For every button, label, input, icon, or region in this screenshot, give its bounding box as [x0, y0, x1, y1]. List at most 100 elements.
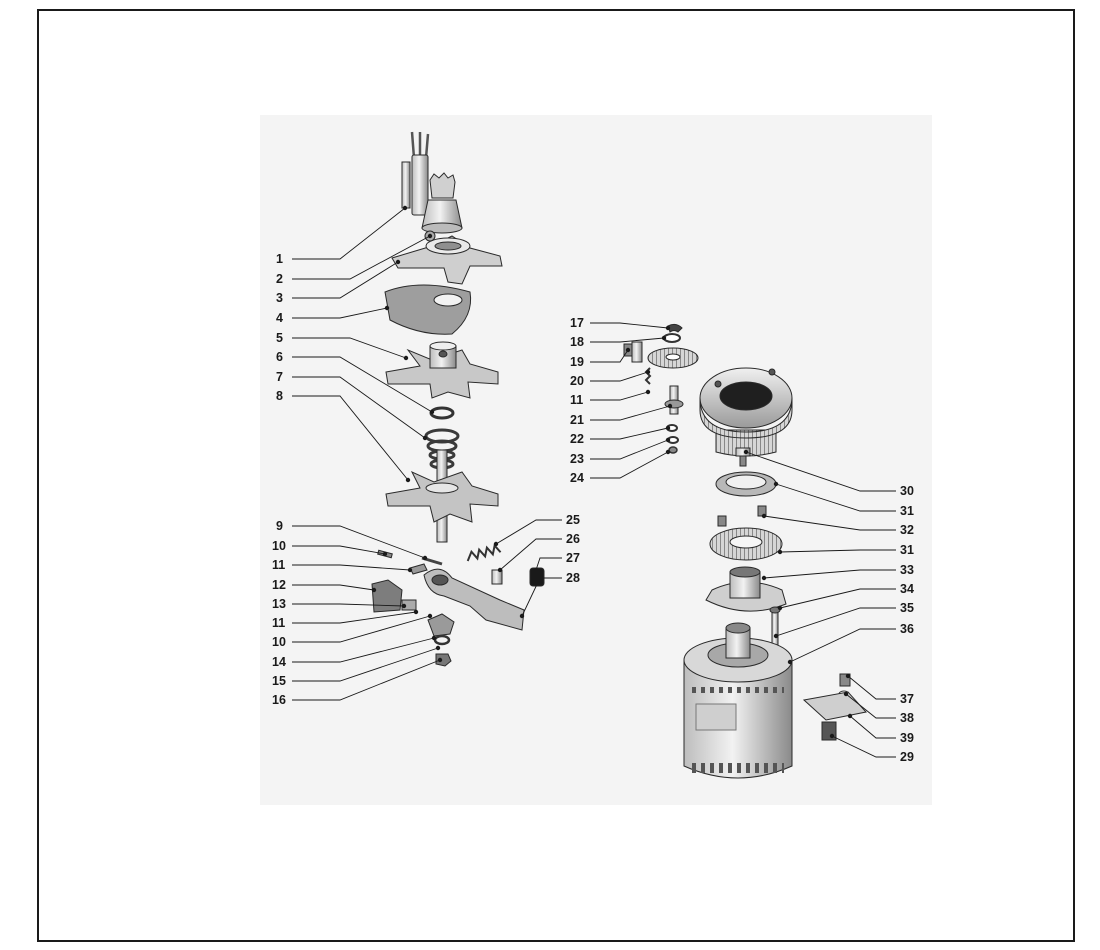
callout-leader-line: [845, 693, 896, 719]
callout-anchor-dot: [665, 449, 671, 455]
callout-anchor-dot: [743, 449, 749, 455]
callout-10: 10: [272, 613, 433, 649]
callout-leader-line: [495, 519, 562, 545]
callout-leader-line: [292, 337, 407, 359]
callout-number: 1: [276, 252, 283, 266]
callout-leader-line: [847, 675, 896, 700]
callout-leader-line: [831, 735, 896, 758]
callout-anchor-dot: [787, 659, 793, 665]
callout-number: 11: [570, 393, 583, 407]
callout-anchor-dot: [773, 481, 779, 487]
callout-number: 5: [276, 331, 283, 345]
callout-anchor-dot: [777, 605, 783, 611]
callout-number: 16: [272, 693, 286, 707]
callout-anchor-dot: [382, 551, 388, 557]
callout-6: 6: [276, 350, 435, 415]
callout-anchor-dot: [427, 233, 433, 239]
callout-leader-line: [499, 538, 562, 571]
callout-anchor-dot: [645, 389, 651, 395]
callout-number: 28: [566, 571, 580, 585]
callout-number: 34: [900, 582, 914, 596]
callout-25: 25: [493, 513, 580, 547]
part-middle-star: [385, 341, 499, 399]
callout-number: 37: [900, 692, 914, 706]
callout-anchor-dot: [437, 657, 443, 663]
part-probe: [401, 131, 430, 216]
callout-13: 13: [272, 597, 407, 611]
callout-anchor-dot: [533, 567, 539, 573]
callout-anchor-dot: [422, 555, 428, 561]
callout-leader-line: [590, 405, 671, 421]
callout-11: 11: [272, 609, 419, 630]
callout-leader-line: [292, 261, 399, 299]
callout-number: 14: [272, 655, 286, 669]
callout-leader-line: [590, 337, 665, 343]
callout-number: 25: [566, 513, 580, 527]
callout-number: 3: [276, 291, 283, 305]
callout-layer: 1234567891011121311101415161718192011212…: [272, 205, 914, 764]
callout-31: 31: [773, 481, 914, 518]
callout-number: 10: [272, 539, 286, 553]
callout-leader-line: [292, 307, 388, 319]
callout-33: 33: [761, 563, 914, 581]
callout-anchor-dot: [402, 205, 408, 211]
callout-leader-line: [292, 637, 435, 663]
callout-number: 9: [276, 519, 283, 533]
part-lever-assembly: [371, 549, 525, 667]
callout-anchor-dot: [405, 477, 411, 483]
callout-leader-line: [292, 395, 409, 481]
part-spring-set: [466, 543, 545, 587]
callout-number: 21: [570, 413, 584, 427]
callout-number: 18: [570, 335, 584, 349]
callout-number: 12: [272, 578, 286, 592]
callout-anchor-dot: [665, 425, 671, 431]
callout-anchor-dot: [761, 575, 767, 581]
callout-leader-line: [775, 607, 896, 637]
callout-anchor-dot: [407, 567, 413, 573]
callout-number: 38: [900, 711, 914, 725]
callout-leader-line: [292, 659, 441, 701]
callout-leader-line: [292, 615, 431, 643]
callout-5: 5: [276, 331, 409, 361]
callout-18: 18: [570, 335, 667, 349]
callout-anchor-dot: [497, 567, 503, 573]
callout-31: 31: [777, 543, 914, 557]
callout-leader-line: [590, 427, 669, 440]
callout-anchor-dot: [427, 613, 433, 619]
callout-leader-line: [292, 356, 433, 413]
callout-anchor-dot: [401, 603, 407, 609]
callout-leader-line: [590, 391, 649, 401]
callout-leader-line: [521, 577, 562, 617]
callout-9: 9: [276, 519, 428, 561]
callout-number: 29: [900, 750, 914, 764]
callout-number: 20: [570, 374, 584, 388]
callout-23: 23: [570, 437, 671, 466]
callout-anchor-dot: [645, 369, 651, 375]
callout-anchor-dot: [845, 673, 851, 679]
callout-10: 10: [272, 539, 388, 557]
callout-leader-line: [292, 584, 375, 591]
callout-number: 11: [272, 616, 285, 630]
callout-35: 35: [773, 601, 914, 639]
callout-leader-line: [292, 611, 417, 624]
callout-29: 29: [829, 733, 914, 764]
callout-number: 36: [900, 622, 914, 636]
callout-11: 11: [570, 389, 651, 407]
callout-anchor-dot: [625, 347, 631, 353]
callout-leader-line: [292, 235, 431, 280]
callout-anchor-dot: [431, 635, 437, 641]
callout-anchor-dot: [519, 613, 525, 619]
callout-37: 37: [845, 673, 914, 706]
part-half-disc: [384, 284, 472, 335]
callout-1: 1: [276, 205, 408, 266]
callout-number: 8: [276, 389, 283, 403]
callout-19: 19: [570, 347, 631, 369]
callout-anchor-dot: [435, 645, 441, 651]
callout-leader-line: [779, 588, 896, 609]
callout-39: 39: [847, 713, 914, 745]
callout-11: 11: [272, 558, 413, 573]
callout-2: 2: [276, 233, 433, 286]
callout-leader-line: [292, 525, 426, 559]
part-burr-31: [709, 527, 783, 561]
